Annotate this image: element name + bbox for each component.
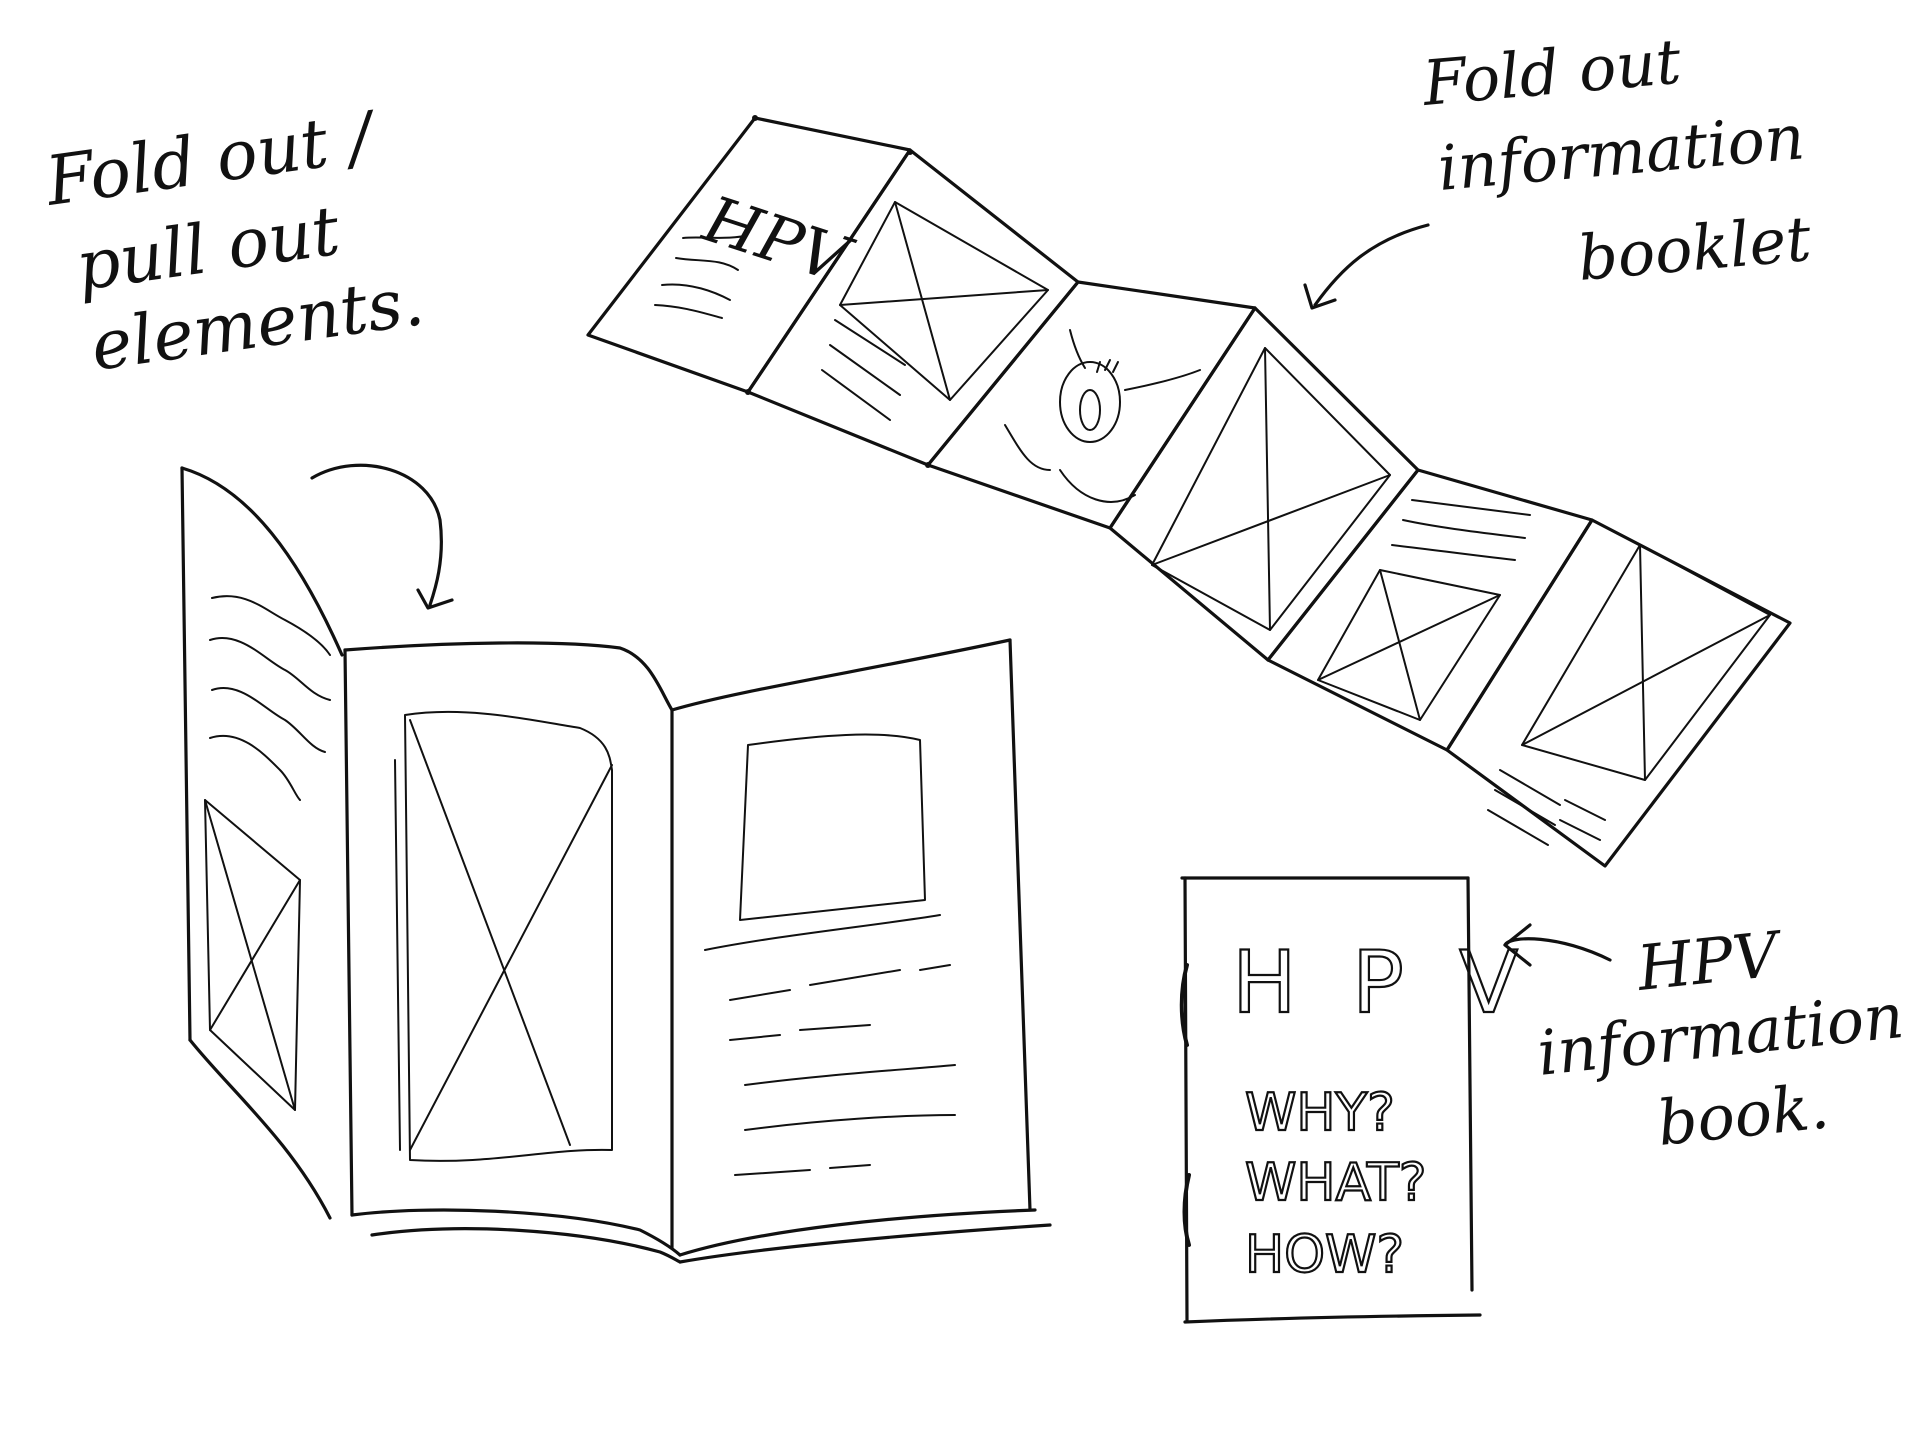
foldout-panel-5 <box>1266 468 1594 752</box>
foldout-panel-2 <box>746 148 1080 467</box>
info-book-question-how: HOW? <box>1245 1225 1404 1285</box>
arrow-to-open-book <box>310 463 454 610</box>
annotation-info-book-line-3: book. <box>1654 1069 1832 1160</box>
book-right-page <box>670 638 1032 1212</box>
info-book-title: H P V <box>1232 933 1532 1033</box>
open-book <box>180 466 1052 1264</box>
annotation-info-book-line-1: HPV <box>1633 917 1788 1005</box>
book-left-page <box>343 641 674 1250</box>
annotation-info-book: HPV information book. <box>1534 917 1907 1160</box>
info-book-question-what: WHAT? <box>1245 1153 1426 1213</box>
book-base <box>350 1208 1052 1264</box>
foldout-panel-3 <box>926 280 1257 530</box>
foldout-cover-title: HPV <box>694 183 861 300</box>
book-foldout-flap <box>180 466 344 1220</box>
foldout-panel-cover: HPV <box>586 116 912 394</box>
info-book-question-why: WHY? <box>1245 1083 1395 1143</box>
foldout-panel-6 <box>1445 518 1792 868</box>
arrow-to-foldout <box>1303 223 1430 310</box>
annotation-booklet-line-3: booklet <box>1575 202 1814 295</box>
annotation-booklet-line-2: information <box>1435 100 1807 205</box>
annotation-booklet-line-1: Fold out <box>1419 25 1684 120</box>
foldout-panel-4 <box>1108 306 1420 662</box>
annotation-foldout-booklet: Fold out information booklet <box>1419 25 1814 295</box>
foldout-booklet: HPV <box>586 115 1792 868</box>
hpv-info-book: H P V WHY? WHAT? HOW? <box>1179 876 1532 1324</box>
arrow-to-info-book <box>1503 923 1612 967</box>
annotation-fold-out: Fold out / pull out elements. <box>39 97 428 387</box>
